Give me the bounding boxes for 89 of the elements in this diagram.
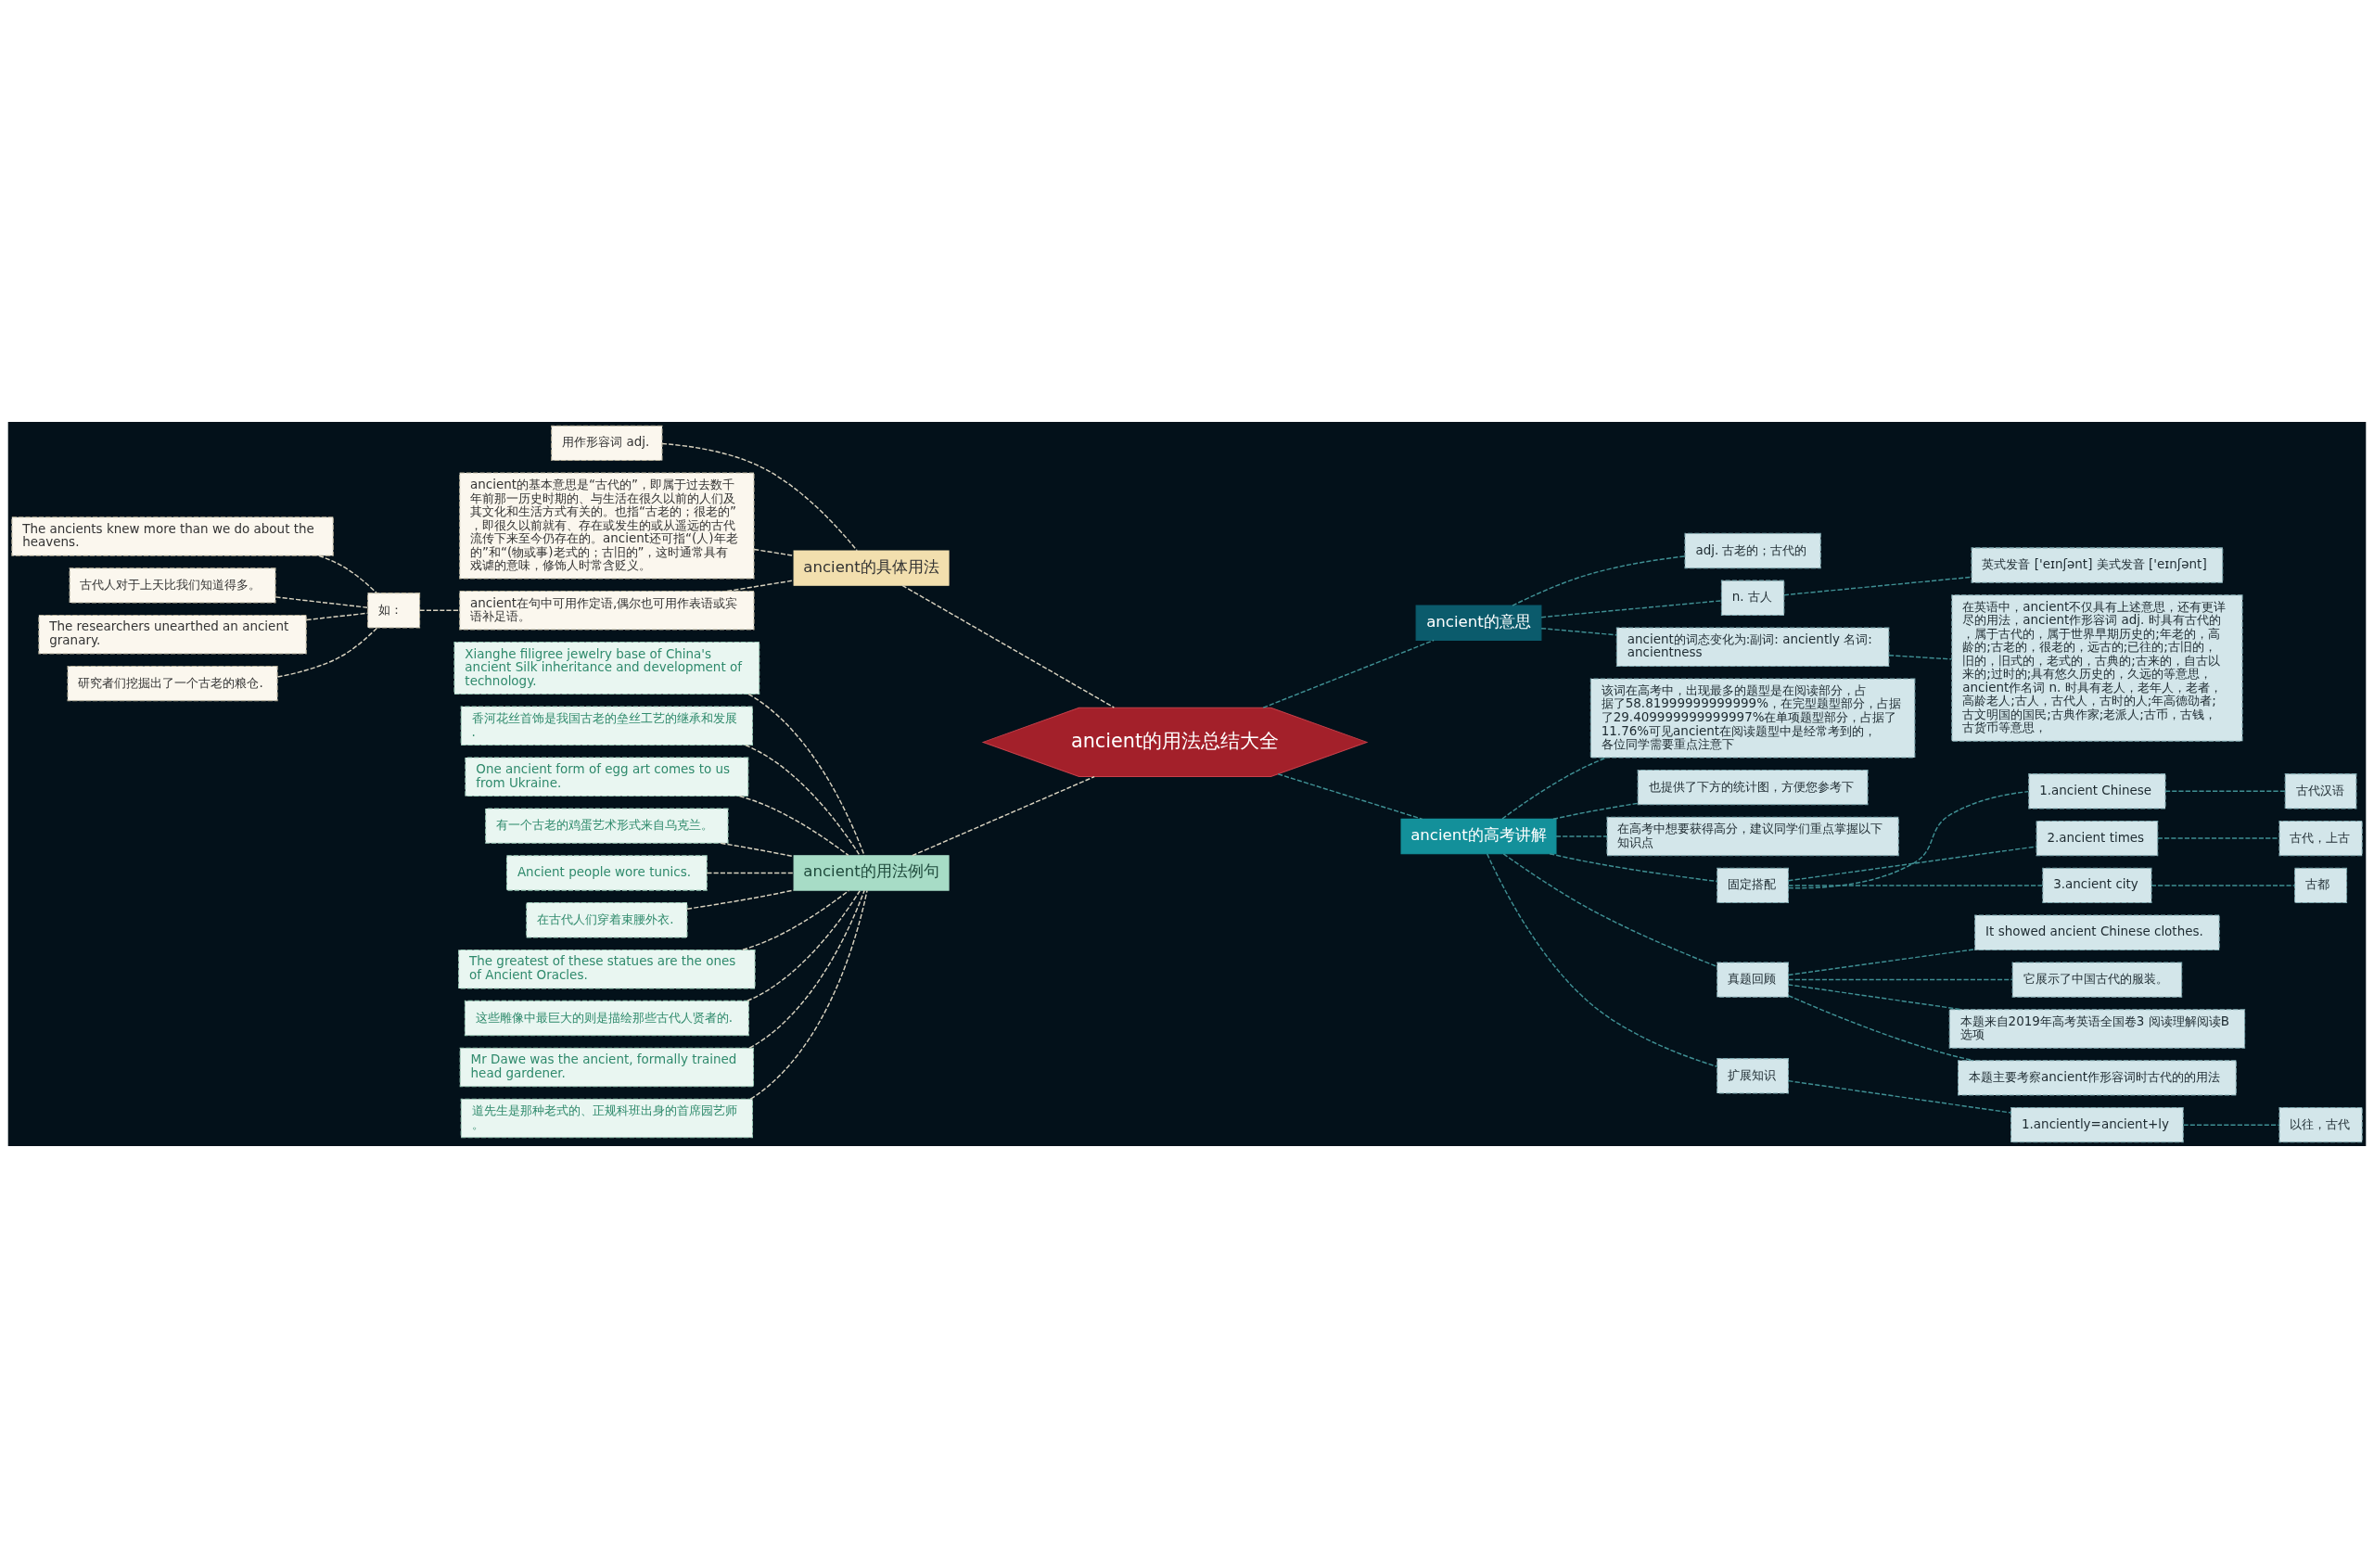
node-box: 固定搭配 <box>1717 867 1789 904</box>
node-box: 3.ancient city <box>2042 867 2152 904</box>
connector <box>1783 576 1972 596</box>
node-box: 也提供了下方的统计图，方便您参考下 <box>1637 769 1869 806</box>
node-box: 在高考中想要获得高分，建议同学们重点掌握以下知识点 <box>1606 816 1899 857</box>
node-box: 1.ancient Chinese <box>2028 773 2166 809</box>
node-box: 研究者们挖掘出了一个古老的粮仓. <box>67 665 278 702</box>
connector <box>1502 853 1718 968</box>
node-box: 2.ancient times <box>2036 820 2159 857</box>
connector <box>1787 978 2013 981</box>
node-box: 本题主要考察ancient作形容词时古代的的用法 <box>1958 1060 2237 1096</box>
connector <box>1540 627 1617 636</box>
connector <box>747 693 865 857</box>
connector <box>1486 853 1718 1067</box>
connector <box>738 795 849 857</box>
node-box: 以往，古代 <box>2278 1107 2363 1143</box>
connector <box>305 612 369 621</box>
connector <box>912 775 1095 857</box>
connector <box>2182 1124 2280 1126</box>
node-box: ancient的词态变化为:副词: anciently 名词: ancientness <box>1615 627 1890 667</box>
node-box: 古都 <box>2294 867 2348 904</box>
connector <box>1788 995 1974 1062</box>
connector <box>1788 790 2030 889</box>
connector <box>686 889 795 910</box>
node-box: adj. 古老的；古代的 <box>1684 532 1821 569</box>
node-box: 它展示了中国古代的服装。 <box>2011 962 2183 998</box>
connector <box>274 596 368 608</box>
node-box: The researchers unearthed an ancient granary. <box>38 614 307 655</box>
node-box: 1.anciently=ancient+ly <box>2010 1107 2184 1143</box>
node-box: The ancients knew more than we do about the heavens. <box>11 516 334 556</box>
node-box: 扩展知识 <box>1717 1058 1789 1094</box>
connector <box>748 889 865 1049</box>
node-box: 古代，上古 <box>2278 820 2363 857</box>
node-box: 香河花丝首饰是我国古老的垒丝工艺的继承和发展. <box>460 706 753 746</box>
node-box: Xianghe filigree jewelry base of China's ancient Silk inheritance and development of technology. <box>453 642 760 695</box>
connector <box>745 744 861 857</box>
connector <box>276 627 378 678</box>
node-box: 道先生是那种老式的、正规科班出身的首席园艺师。 <box>460 1098 753 1139</box>
node-box: 用作形容词 adj. <box>551 425 663 461</box>
connector <box>1277 773 1423 821</box>
connector <box>2157 837 2280 839</box>
connector <box>418 609 461 611</box>
connector <box>749 889 868 1100</box>
node-box: 这些雕像中最巨大的则是描绘那些古代人贤者的. <box>464 1000 749 1037</box>
connector <box>2164 790 2286 792</box>
connector <box>1787 846 2037 882</box>
connector <box>1552 802 1639 821</box>
node-box: It showed ancient Chinese clothes. <box>1974 914 2220 950</box>
node-box: ancient的意思 <box>1415 605 1542 641</box>
connector <box>1555 835 1608 837</box>
node-box: 本题来自2019年高考英语全国卷3 阅读理解阅读B 选项 <box>1948 1009 2246 1049</box>
node-box: 该词在高考中，出现最多的题型是在阅读部分，占据了58.81999999999999%，在完型题型部分，占据了29.409999999999997%在单项题型部分，占据了11.76%可见ancient在阅读题型中是经常考到的，各位同学需要重点注意下 <box>1589 678 1916 759</box>
connector <box>753 548 795 557</box>
node-box: 有一个古老的鸡蛋艺术形式来自乌克兰。 <box>485 808 729 844</box>
connector <box>747 889 862 1002</box>
connector <box>318 555 377 594</box>
node-box: 英式发音 ['eɪnʃənt] 美式发音 ['eɪnʃənt] <box>1971 547 2224 583</box>
node-box: 在英语中，ancient不仅具有上述意思，还有更详尽的用法，ancient作形容词 adj. 时具有古代的，属于古代的，属于世界早期历史的;年老的，高龄的;古老的，很老的，远古的;已往的;古旧的，旧的，旧式的，老式的，古典的;古来的，自古以来的;过时的;具有悠久历史的，久远的等意思，ancient作名词 n. 时具有老人，老年人，老者，高龄老人;古人，古代人，古时的人;年高德劭者;古文明国的国民;古典作家;老派人;古币，古钱，古货币等意思， <box>1951 594 2243 742</box>
connector <box>1549 853 1718 883</box>
connector <box>901 584 1116 708</box>
node-box: One ancient form of egg art comes to us from Ukraine. <box>465 757 749 797</box>
connector <box>1787 885 2044 886</box>
node-box: Mr Dawe was the ancient, formally trained head gardener. <box>459 1047 755 1088</box>
node-box: ancient的高考讲解 <box>1400 818 1557 855</box>
node-box: 真题回顾 <box>1717 962 1789 998</box>
connector <box>720 842 795 858</box>
node-box: 古代人对于上天比我们知道得多。 <box>69 567 276 604</box>
connector <box>2151 885 2296 886</box>
node-box: Ancient people wore tunics. <box>505 855 708 891</box>
node-box: n. 古人 <box>1720 580 1785 616</box>
connector <box>1888 655 1953 660</box>
node-box: ancient在句中可用作定语,偶尔也可用作表语或宾语补足语。 <box>459 591 755 631</box>
node-box: 古代汉语 <box>2284 773 2357 809</box>
node-box: The greatest of these statues are the ones of Ancient Oracles. <box>458 949 756 989</box>
connector <box>1540 600 1722 618</box>
node-box: ancient的具体用法 <box>793 550 950 586</box>
node-box: 在古代人们穿着束腰外衣. <box>526 902 688 938</box>
node-box: 如： <box>367 593 421 629</box>
connector <box>1501 757 1607 820</box>
connector <box>1787 1079 2012 1114</box>
connector <box>1262 639 1435 708</box>
node-box: ancient的用法例句 <box>793 855 950 891</box>
node-box: ancient的基本意思是“古代的”，即属于过去数千年前那一历史时期的、与生活在很久以前的人们及其文化和生活方式有关的。也指“古老的；很老的”，即很久以前就有、存在或发生的或从遥远的古代流传下来至今仍存在的。ancient还可指“(人)年老的”和“(物或事)老式的；古旧的”，这时通常具有戏谑的意味，修饰人时常含贬义。 <box>459 472 755 580</box>
connector <box>661 442 858 552</box>
connector <box>706 872 795 874</box>
connector <box>726 580 795 593</box>
connector <box>1787 949 1976 976</box>
connector <box>742 889 850 951</box>
connector <box>1512 555 1686 606</box>
